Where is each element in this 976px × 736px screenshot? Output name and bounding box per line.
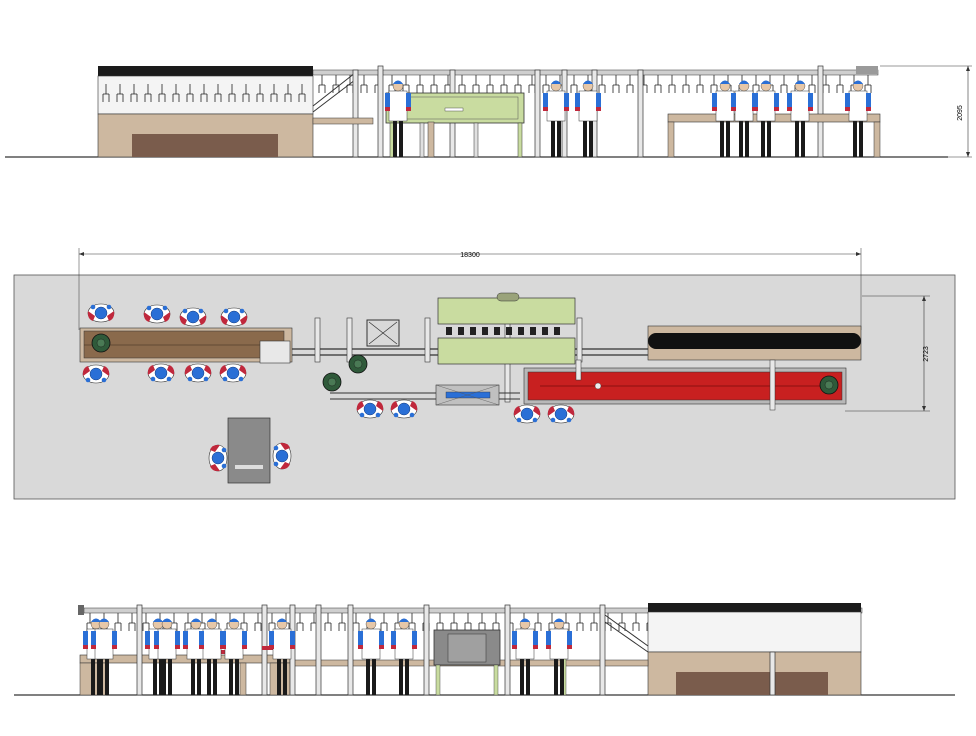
bottom-elevation-view <box>14 603 955 696</box>
shackle <box>780 74 788 94</box>
width-dimension: 2723 <box>845 295 930 412</box>
shackle <box>808 74 816 94</box>
shackle <box>324 612 332 632</box>
shackle <box>318 74 326 94</box>
chiller-mark <box>494 327 500 335</box>
shackle <box>576 612 584 632</box>
shackle <box>570 74 578 94</box>
height-dimension-label: 2095 <box>957 105 964 121</box>
shackle <box>486 74 494 94</box>
shackle <box>542 74 550 94</box>
shackle <box>408 612 416 632</box>
chiller-mark <box>446 327 452 335</box>
rail-end-top <box>856 66 878 74</box>
lower-rail-plan <box>330 384 520 406</box>
shackle <box>668 74 676 94</box>
shackle <box>436 612 444 632</box>
shackle <box>402 74 410 94</box>
right-cabinet-bottom <box>647 603 862 696</box>
left-cabinet-top <box>97 66 314 158</box>
shackle <box>128 612 136 632</box>
shackle <box>184 612 192 632</box>
shackle <box>534 612 542 632</box>
top-elevation-view: 2095 <box>5 65 972 158</box>
shackle <box>464 612 472 632</box>
shackle <box>710 74 718 94</box>
red-conveyor-plan <box>523 359 847 411</box>
height-dimension: 2095 <box>880 65 972 158</box>
chiller-mark <box>470 327 476 335</box>
shackle <box>696 74 704 94</box>
shackle <box>492 612 500 632</box>
shackle <box>268 612 276 632</box>
shackle <box>254 612 262 632</box>
length-dimension-label: 18300 <box>460 252 480 259</box>
shackle <box>450 612 458 632</box>
shackle <box>752 74 760 94</box>
shackle <box>626 74 634 94</box>
shackle <box>416 74 424 94</box>
chiller-mark <box>530 327 536 335</box>
transfer-unit-plan <box>366 319 400 347</box>
shackle <box>338 612 346 632</box>
chiller-mark <box>518 327 524 335</box>
evisceration-table-plan <box>79 327 293 364</box>
shackle <box>528 74 536 94</box>
shackle <box>332 74 340 94</box>
stair-rail-top <box>312 72 356 107</box>
shackle <box>612 74 620 94</box>
shackle <box>836 74 844 94</box>
shackle <box>598 74 606 94</box>
shackle <box>430 74 438 94</box>
shackle <box>360 74 368 94</box>
chiller-mark <box>554 327 560 335</box>
plan-view: 18300 2723 <box>13 248 956 500</box>
shackle <box>478 612 486 632</box>
shackle <box>500 74 508 94</box>
shackle <box>514 74 522 94</box>
chiller-mark <box>482 327 488 335</box>
shackle <box>654 74 662 94</box>
shackle <box>296 612 304 632</box>
shackle <box>822 74 830 94</box>
length-dimension: 18300 <box>78 248 862 330</box>
shackle <box>114 612 122 632</box>
chiller-plan <box>437 292 576 365</box>
shackle <box>590 612 598 632</box>
chiller-mark <box>542 327 548 335</box>
shackle <box>240 612 248 632</box>
shackle <box>380 612 388 632</box>
shackle <box>632 612 640 632</box>
chiller-mark <box>458 327 464 335</box>
scale-unit-bottom <box>433 629 567 696</box>
black-conveyor-plan <box>647 325 862 361</box>
shackle <box>472 74 480 94</box>
stair-rail-bottom <box>604 614 649 647</box>
shackle <box>682 74 690 94</box>
shackle <box>142 612 150 632</box>
width-dimension-label: 2723 <box>923 346 930 362</box>
shackle <box>352 612 360 632</box>
chiller-mark <box>506 327 512 335</box>
packing-table-plan <box>227 417 271 484</box>
shackle <box>458 74 466 94</box>
shackle <box>864 74 872 94</box>
